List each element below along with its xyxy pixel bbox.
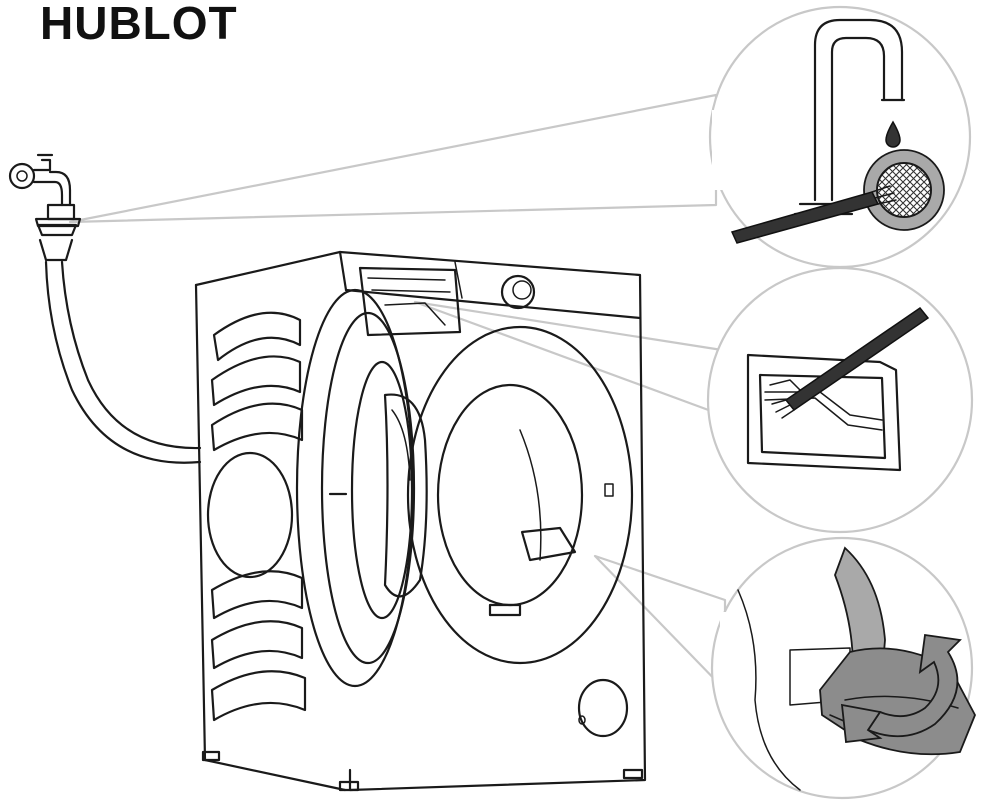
mesh-filter-icon	[863, 149, 945, 231]
callout-inlet-filter	[730, 18, 945, 244]
page-title: HUBLOT	[40, 0, 238, 49]
open-door	[295, 288, 428, 688]
callout-lines	[68, 93, 727, 692]
brush-icon	[730, 185, 897, 244]
drain-filter-cover	[577, 678, 629, 738]
side-panel-waves	[206, 311, 307, 722]
brush-icon	[771, 306, 930, 419]
drum-opening	[406, 325, 634, 665]
faucet-icon	[8, 153, 82, 262]
water-drop-icon	[885, 120, 901, 148]
rotate-arrow-icon	[840, 633, 962, 743]
washing-machine	[194, 250, 647, 792]
callout-drain-filter	[737, 546, 976, 791]
callout-drawer-cleaning	[746, 306, 930, 472]
inlet-hose	[44, 260, 202, 464]
